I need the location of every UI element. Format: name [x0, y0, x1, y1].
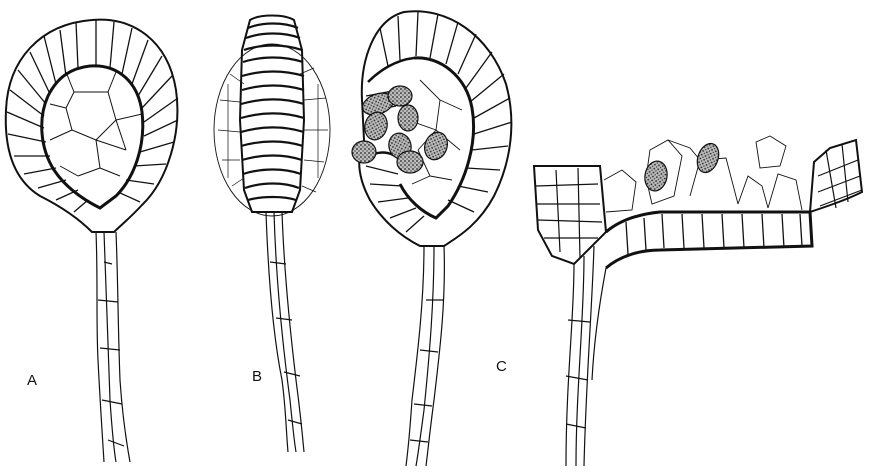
sporangium-b: [214, 16, 330, 453]
sporangium-a: [6, 20, 178, 462]
figure-label-b: B: [252, 368, 262, 385]
sporangium-c-open: [352, 11, 512, 466]
figure-label-a: A: [27, 372, 37, 389]
sporangium-c-everted: [534, 136, 862, 466]
figure-label-c: C: [496, 358, 507, 375]
spore-cluster-c-everted: [643, 140, 723, 192]
